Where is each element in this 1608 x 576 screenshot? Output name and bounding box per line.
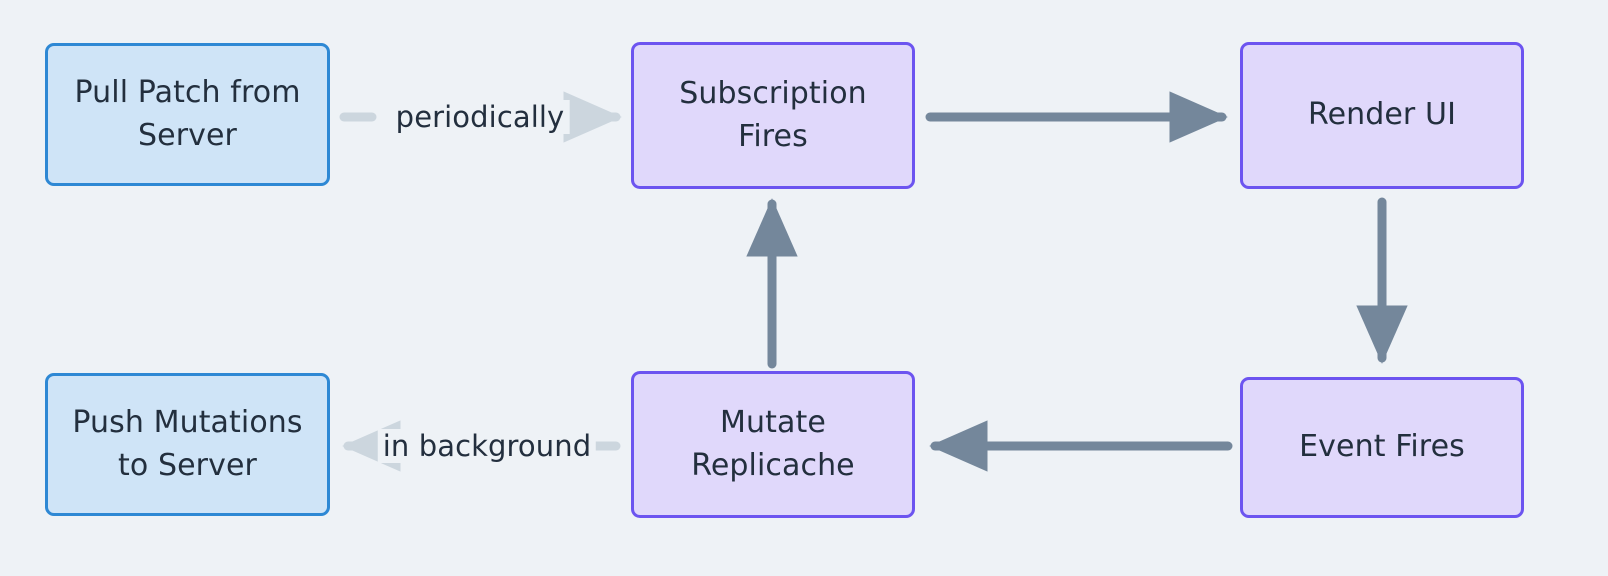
edge-label-periodically: periodically (390, 100, 570, 134)
edge-label-in-background: in background (377, 429, 597, 463)
node-label: Event Fires (1299, 429, 1465, 465)
node-label: Subscription Fires (679, 75, 867, 154)
node-pull-patch-from-server[interactable]: Pull Patch from Server (45, 43, 330, 186)
node-label: Pull Patch from Server (74, 74, 301, 153)
node-mutate-replicache[interactable]: Mutate Replicache (631, 371, 915, 518)
node-event-fires[interactable]: Event Fires (1240, 377, 1524, 518)
node-subscription-fires[interactable]: Subscription Fires (631, 42, 915, 189)
node-label: Push Mutations to Server (72, 404, 303, 483)
node-push-mutations-to-server[interactable]: Push Mutations to Server (45, 373, 330, 516)
node-label: Mutate Replicache (691, 404, 855, 483)
node-render-ui[interactable]: Render UI (1240, 42, 1524, 189)
node-label: Render UI (1307, 97, 1457, 133)
